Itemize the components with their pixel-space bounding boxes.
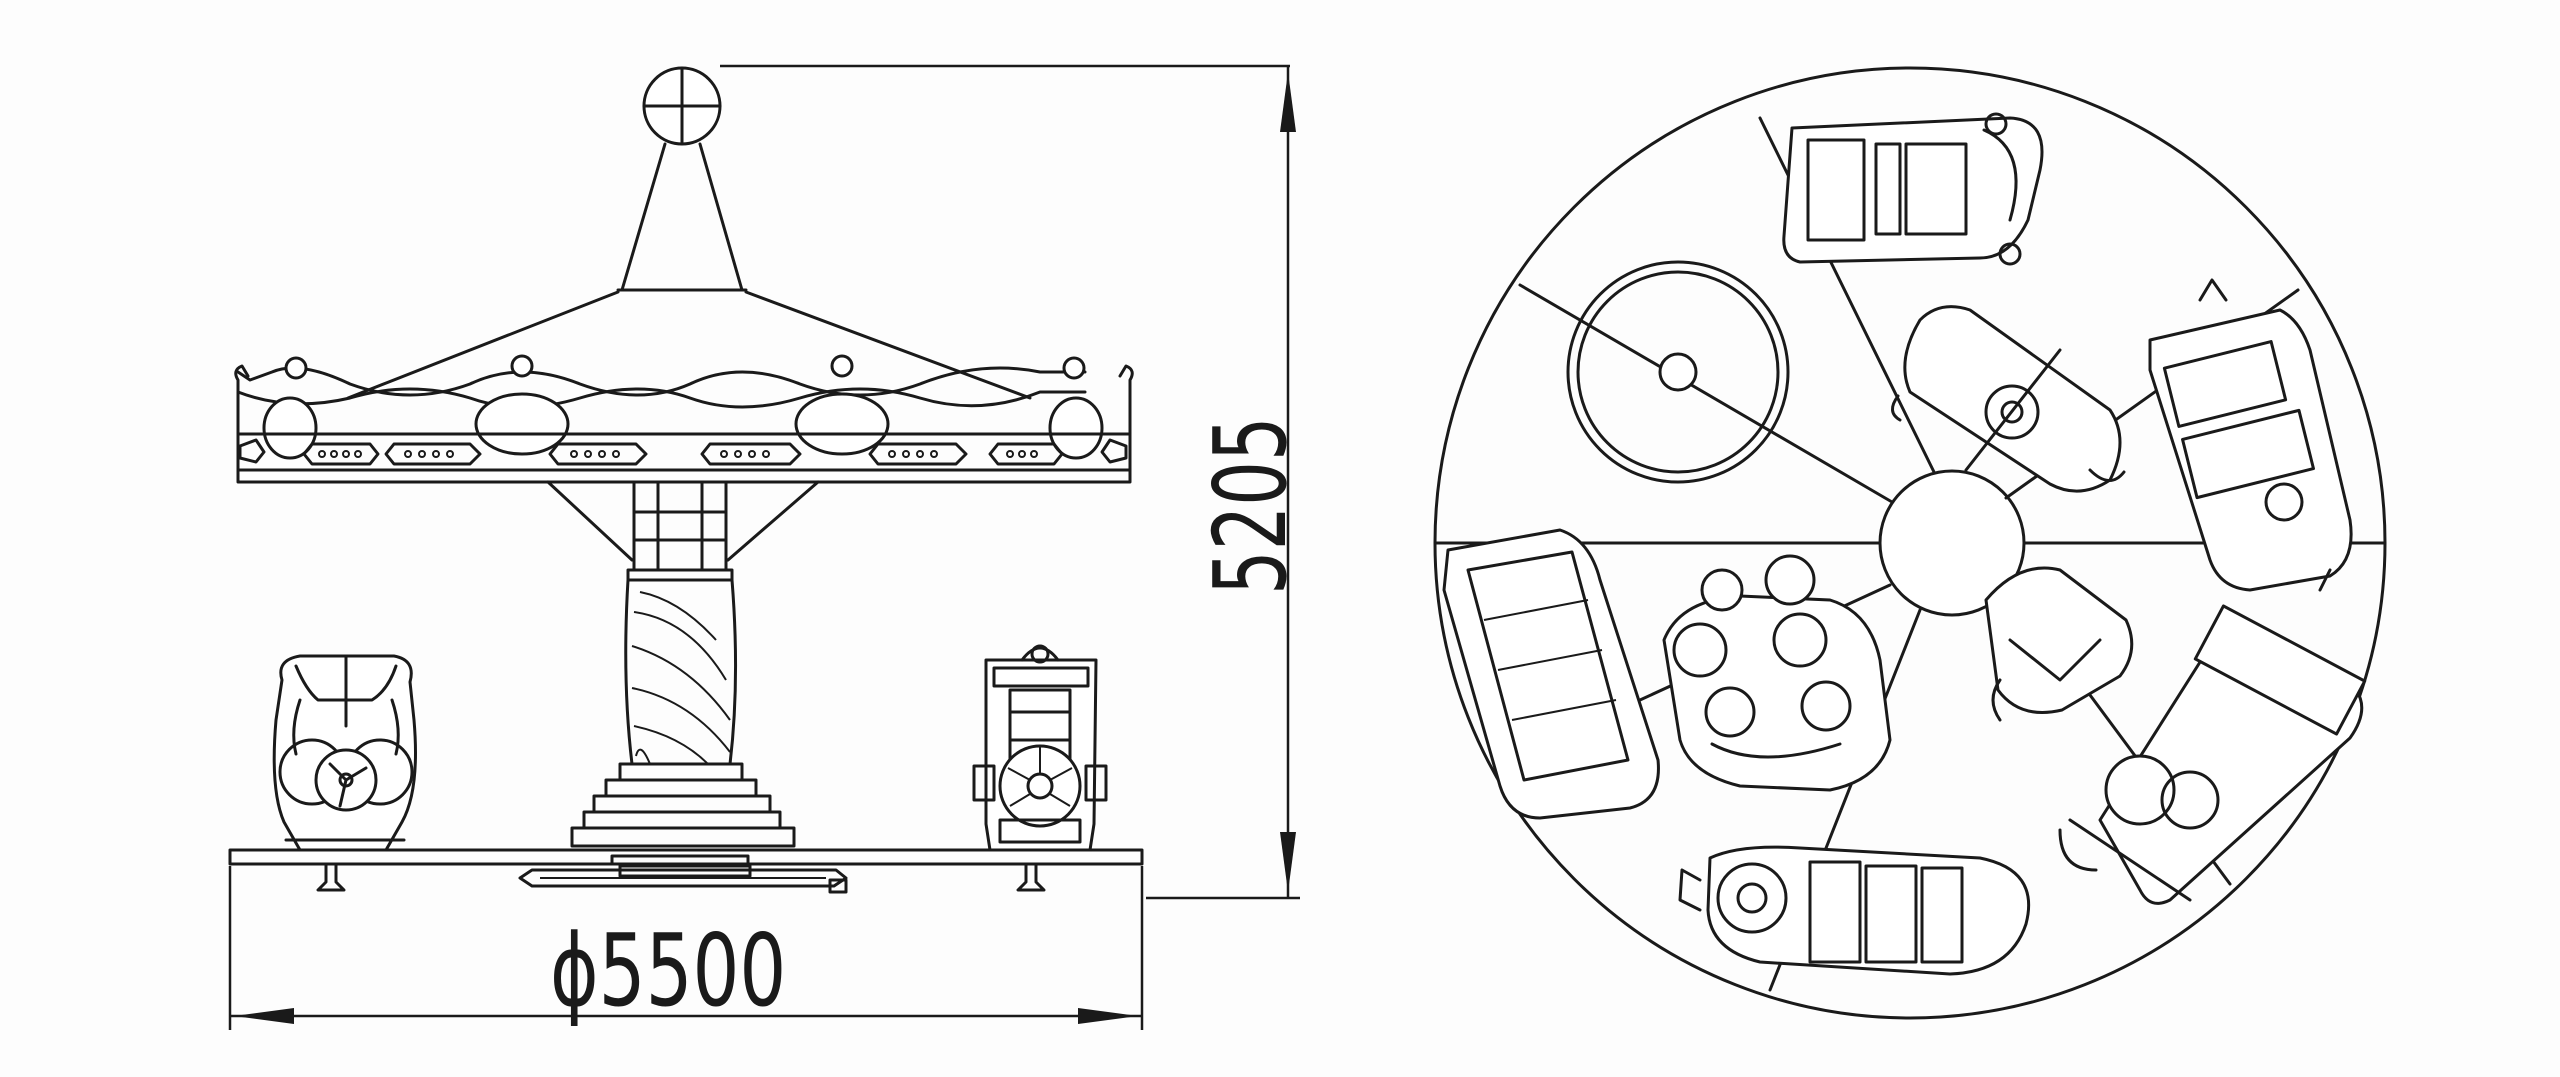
stepped-base bbox=[570, 762, 796, 848]
plan-vehicle-top bbox=[1782, 112, 2044, 266]
seat-left-cup bbox=[272, 654, 417, 852]
centre-column bbox=[624, 480, 738, 766]
plan-motorcycle bbox=[2058, 604, 2367, 905]
canopy-band bbox=[234, 354, 1134, 484]
plan-airplane bbox=[1891, 305, 2126, 493]
plan-car-bottom bbox=[1678, 845, 2031, 976]
plan-round-cup bbox=[1566, 260, 1790, 484]
canopy-struts bbox=[546, 480, 820, 562]
plan-small-cup bbox=[1984, 566, 2134, 722]
plan-bus bbox=[2148, 278, 2353, 592]
plan-double-seat bbox=[1662, 554, 1892, 792]
plan-tram bbox=[1442, 528, 1660, 820]
spire bbox=[616, 142, 748, 292]
height-dimension-label: 5205 bbox=[1194, 416, 1310, 595]
platform bbox=[228, 848, 1144, 894]
dimension-lines bbox=[228, 64, 1300, 1030]
canopy-roof bbox=[346, 290, 1032, 400]
diameter-dimension-label: ϕ5500 bbox=[550, 912, 786, 1029]
finial-ball bbox=[642, 66, 722, 146]
seat-right-train bbox=[972, 644, 1108, 852]
elevation-view: 5205 ϕ5500 bbox=[228, 64, 1310, 1030]
plan-view bbox=[1433, 66, 2387, 1020]
band-light-plates bbox=[238, 438, 1128, 466]
